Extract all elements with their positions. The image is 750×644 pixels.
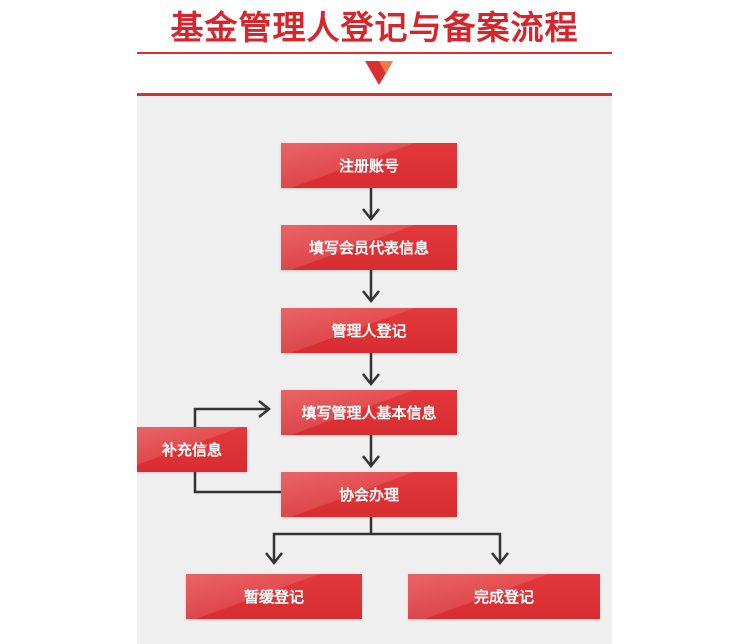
title-divider xyxy=(137,52,612,54)
arrow-info-to-association xyxy=(362,435,380,469)
loop-supplement-to-info xyxy=(193,400,272,427)
step-register-account: 注册账号 xyxy=(281,143,457,188)
step-fill-member-representative: 填写会员代表信息 xyxy=(281,225,457,270)
loop-association-to-supplement xyxy=(193,472,281,494)
arrow-member-to-manager xyxy=(362,270,380,304)
down-triangle-icon xyxy=(365,61,393,85)
outcome-suspend-registration: 暂缓登记 xyxy=(186,574,362,619)
step-manager-registration: 管理人登记 xyxy=(281,308,457,353)
outcome-complete-registration: 完成登记 xyxy=(408,574,600,619)
arrow-register-to-member xyxy=(362,188,380,222)
arrow-association-split xyxy=(265,517,509,566)
step-association-process: 协会办理 xyxy=(281,472,457,517)
step-fill-manager-info: 填写管理人基本信息 xyxy=(281,390,457,435)
step-supplement-info: 补充信息 xyxy=(137,427,247,472)
panel-top-border xyxy=(137,93,612,96)
page-title: 基金管理人登记与备案流程 xyxy=(170,8,579,47)
arrow-manager-to-info xyxy=(362,353,380,387)
